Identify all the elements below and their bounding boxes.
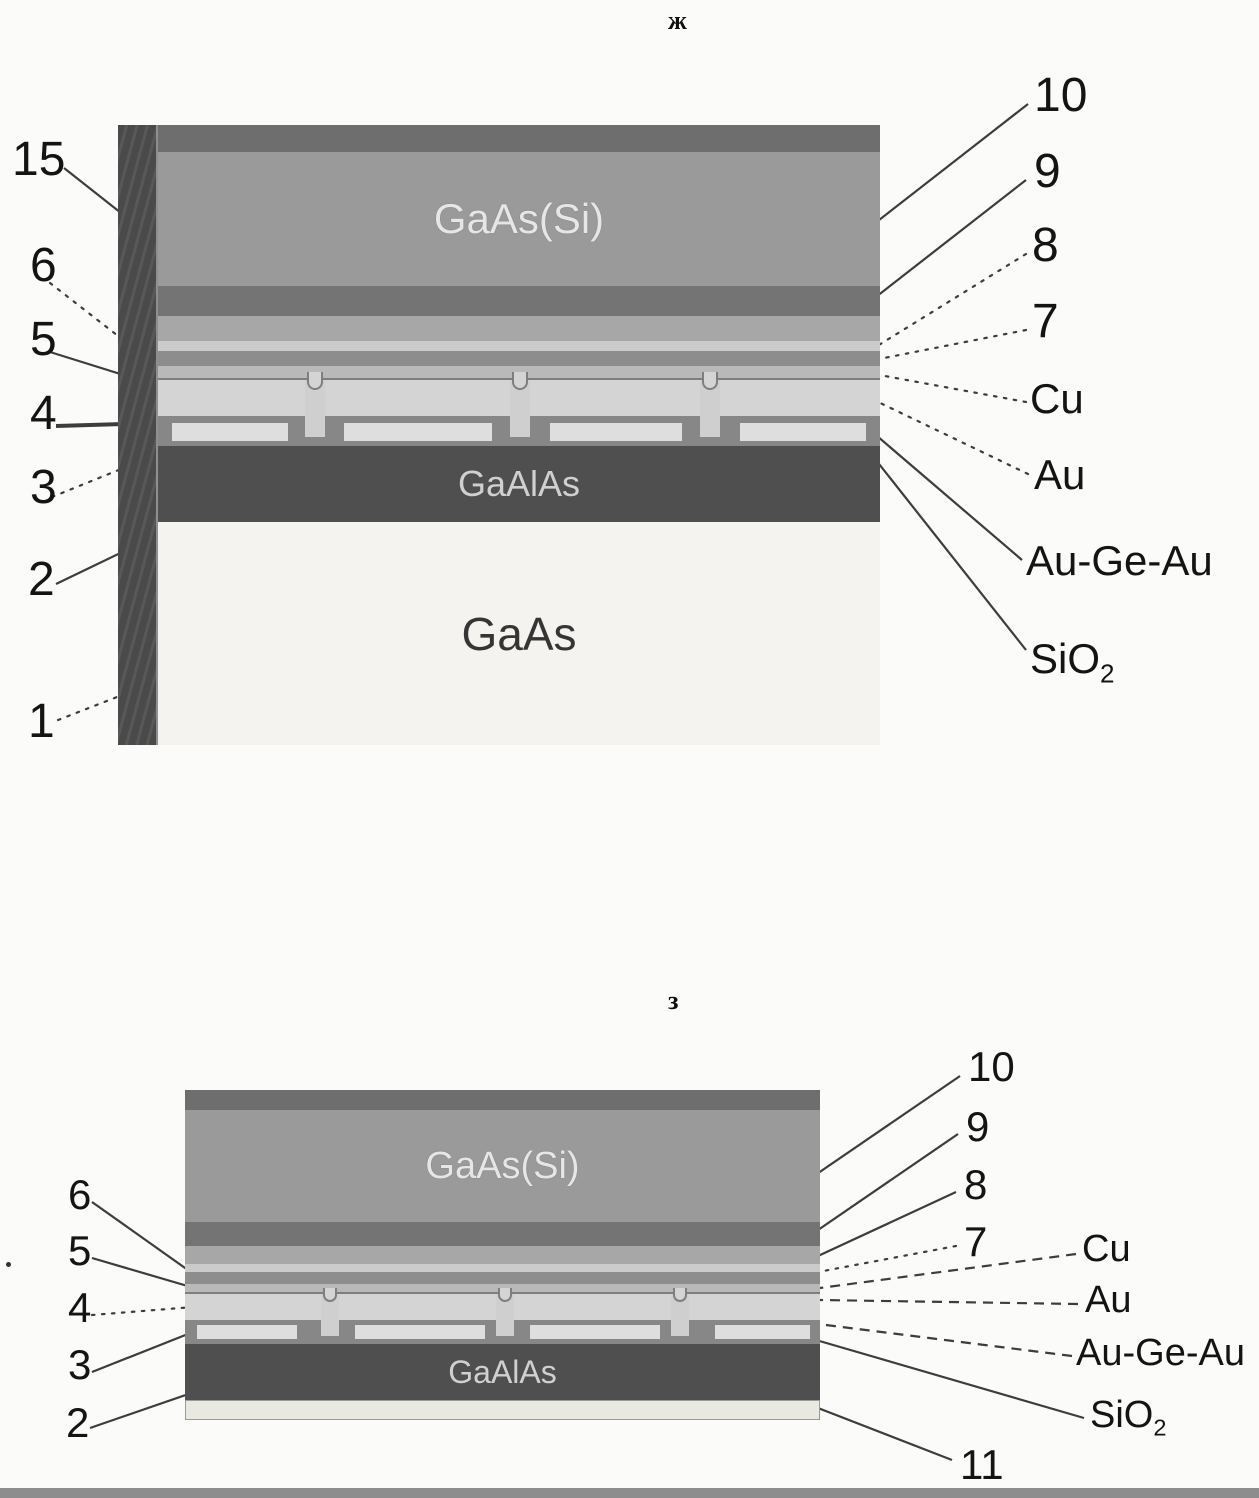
layer-gaalas-bottom: GaAlAs	[185, 1344, 820, 1400]
label-11: 11	[960, 1441, 1004, 1488]
contact-via	[321, 1294, 339, 1336]
label-15: 15	[12, 133, 66, 186]
via-notch	[307, 372, 323, 390]
layer-9-bottom	[185, 1222, 820, 1246]
leader-line-9-top	[871, 179, 1027, 301]
label-3-top: 3	[30, 461, 57, 514]
label-sio2-top-subscript: 2	[1100, 658, 1115, 689]
leader-line-sio2-bottom	[815, 1338, 1085, 1420]
label-5-top: 5	[30, 313, 57, 366]
sio2-island	[740, 423, 866, 441]
contact-via	[496, 1294, 514, 1336]
label-cu-bottom: Cu	[1082, 1228, 1131, 1270]
leader-line-7-top	[872, 328, 1028, 362]
label-sio2-bottom-text: SiO	[1090, 1394, 1154, 1436]
sio2-island	[550, 423, 682, 441]
leader-line-cu-top	[872, 372, 1028, 404]
layer-gaas-si-bottom: GaAs(Si)	[185, 1110, 820, 1222]
contact-via	[671, 1294, 689, 1336]
leader-line-7-bottom	[816, 1244, 958, 1274]
label-9-top: 9	[1034, 145, 1061, 198]
layer-stack-bottom: GaAs(Si) GaAlAs	[185, 1090, 820, 1420]
contact-via	[510, 380, 530, 437]
label-6-bottom: 6	[68, 1171, 92, 1218]
gaas-label: GaAs	[461, 607, 577, 660]
layer-8-top	[158, 341, 880, 351]
figure-caption-bottom: з	[668, 986, 679, 1015]
leader-line-cu-bottom	[819, 1252, 1077, 1290]
sio2-island	[530, 1325, 660, 1339]
leader-line-au-top	[872, 398, 1030, 476]
sio2-island	[355, 1325, 485, 1339]
leader-line-10-bottom	[807, 1075, 961, 1181]
label-sio2-bottom-subscript: 2	[1153, 1414, 1167, 1441]
label-7-bottom: 7	[964, 1218, 988, 1265]
layer-gaalas-top: GaAlAs	[158, 446, 880, 522]
label-2-top: 2	[28, 553, 55, 606]
label-au-ge-au-bottom: Au-Ge-Au	[1076, 1332, 1245, 1374]
label-au-top: Au	[1034, 451, 1086, 498]
layer-7-bottom	[185, 1272, 820, 1284]
label-10-top: 10	[1034, 69, 1088, 122]
label-cu-top: Cu	[1030, 375, 1084, 422]
label-sio2-bottom: SiO2	[1090, 1396, 1166, 1440]
via-notch	[512, 372, 528, 390]
gaas-si-label-top: GaAs(Si)	[433, 195, 605, 242]
leader-line-3-bottom	[91, 1328, 199, 1374]
layer-sublayer-bottom	[185, 1246, 820, 1264]
layer-gaas-si-top: GaAs(Si)	[158, 152, 880, 286]
contact-via	[305, 380, 325, 437]
layer-8-bottom	[185, 1264, 820, 1272]
figure-caption-top: ж	[668, 6, 687, 35]
layer-11	[185, 1400, 820, 1420]
label-sio2-top-text: SiO	[1030, 635, 1101, 682]
sio2-island	[197, 1325, 297, 1339]
via-notch	[702, 372, 718, 390]
leader-line-augeau-bottom	[817, 1322, 1073, 1358]
layer-gaas-substrate: GaAs	[158, 522, 880, 745]
scan-edge-artifact	[0, 1488, 1259, 1498]
leader-line-8-top	[872, 252, 1028, 350]
side-contact-bar-15	[118, 125, 158, 745]
label-10-bottom: 10	[968, 1043, 1015, 1090]
label-4-top: 4	[30, 387, 57, 440]
leader-line-au-bottom	[819, 1298, 1079, 1306]
label-7-top: 7	[1032, 295, 1059, 348]
label-2-bottom: 2	[66, 1399, 90, 1446]
label-3-bottom: 3	[68, 1341, 92, 1388]
label-sio2-top: SiO2	[1030, 635, 1115, 689]
contact-via	[700, 380, 720, 437]
via-notch	[323, 1288, 337, 1302]
via-notch	[673, 1288, 687, 1302]
layer-9-top	[158, 286, 880, 316]
gaas-si-label-bottom: GaAs(Si)	[425, 1144, 580, 1187]
layer-10-bottom	[185, 1090, 820, 1110]
label-6-top: 6	[30, 239, 57, 292]
sio2-island	[344, 423, 492, 441]
gaalas-label-top: GaAlAs	[457, 463, 581, 504]
sio2-island	[172, 423, 288, 441]
sio2-island	[715, 1325, 810, 1339]
leader-line-11	[817, 1406, 953, 1462]
layer-7-top	[158, 351, 880, 366]
label-au-ge-au-top: Au-Ge-Au	[1026, 537, 1213, 584]
leader-line-9-bottom	[817, 1133, 959, 1231]
label-au-bottom: Au	[1085, 1279, 1132, 1321]
label-8-top: 8	[1032, 219, 1059, 272]
layer-10-top	[158, 125, 880, 152]
layer-sublayer-top	[158, 316, 880, 341]
leader-line-10-top	[855, 103, 1029, 239]
label-1: 1	[28, 695, 55, 748]
leader-line-sio2-top	[867, 449, 1027, 651]
scan-artifact-dot	[6, 1262, 11, 1267]
label-4-bottom: 4	[68, 1284, 92, 1331]
label-8-bottom: 8	[964, 1161, 988, 1208]
label-5-bottom: 5	[68, 1227, 92, 1274]
via-notch	[498, 1288, 512, 1302]
gaalas-label-bottom: GaAlAs	[448, 1353, 557, 1390]
layer-stack-top: GaAs(Si) GaAlAs GaAs	[158, 125, 880, 745]
leader-line-8-bottom	[817, 1191, 957, 1257]
leader-line-augeau-top	[869, 429, 1023, 561]
label-9-bottom: 9	[966, 1103, 990, 1150]
